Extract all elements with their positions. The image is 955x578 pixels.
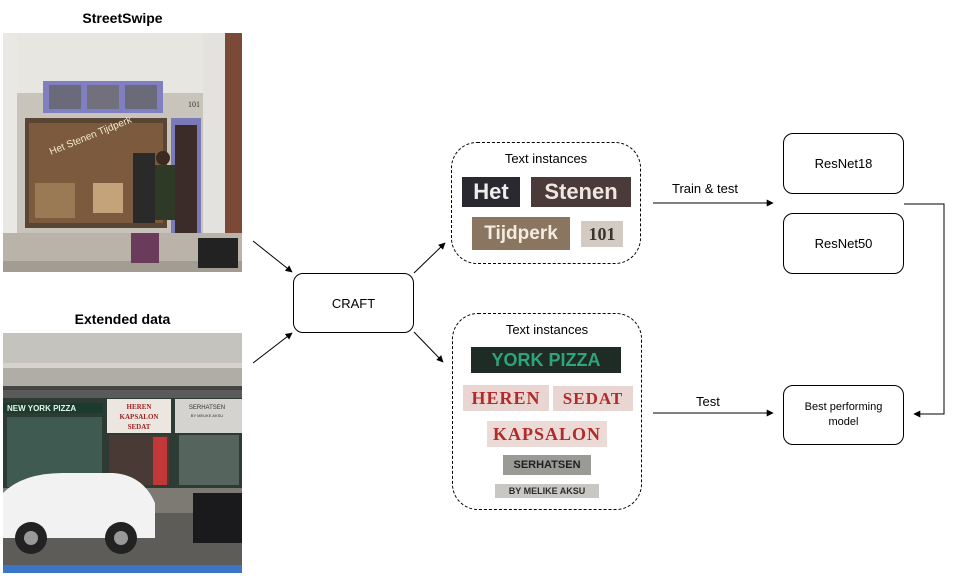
crop-101: 101 [581, 221, 623, 247]
sign-kapsalon: KAPSALON [120, 413, 159, 421]
crop-sedat: SEDAT [553, 386, 633, 411]
bottom-text-instances-title: Text instances [505, 322, 589, 337]
sign-sedat: SEDAT [128, 423, 151, 431]
arrow-resnet-to-best [904, 203, 945, 418]
train-test-label: Train & test [672, 181, 738, 196]
crop-stenen: Stenen [531, 177, 631, 207]
top-text-instances-title: Text instances [504, 151, 588, 166]
craft-label: CRAFT [331, 295, 376, 311]
sign-new-york-pizza: NEW YORK PIZZA [7, 404, 76, 413]
resnet18-node: ResNet18 [783, 133, 904, 194]
bottom-text-instances-group: Text instances YORK PIZZA HEREN SEDAT KA… [452, 313, 642, 510]
best-model-node: Best performing model [783, 385, 904, 445]
crop-heren: HEREN [463, 385, 549, 411]
test-label: Test [696, 394, 720, 409]
sign-by-meuke-aksu: BY MEUKE AKSU [191, 413, 223, 418]
arrow-craft-to-bottom-instances [413, 331, 444, 363]
crop-by-melike-aksu: BY MELIKE AKSU [495, 484, 599, 498]
crop-serhatsen: SERHATSEN [503, 455, 591, 475]
resnet50-label: ResNet50 [814, 236, 873, 251]
craft-node: CRAFT [293, 273, 414, 333]
streetswipe-photo: 101 Het Stenen Tijdperk [3, 33, 242, 272]
best-model-label-line1: Best performing [804, 401, 883, 413]
shopfront-number: 101 [188, 100, 200, 109]
resnet18-label: ResNet18 [814, 156, 873, 171]
resnet50-node: ResNet50 [783, 213, 904, 274]
crop-kapsalon: KAPSALON [487, 421, 607, 447]
crop-tijdperk: Tijdperk [472, 217, 570, 250]
streetswipe-title: StreetSwipe [82, 10, 163, 26]
best-model-label-line2: model [828, 416, 859, 428]
crop-york-pizza: YORK PIZZA [471, 347, 621, 373]
top-text-instances-group: Text instances Het Stenen Tijdperk 101 [451, 142, 641, 264]
crop-het: Het [462, 177, 520, 207]
arrow-extended-to-craft [252, 332, 293, 364]
extended-data-title: Extended data [74, 311, 171, 327]
extended-data-photo: NEW YORK PIZZA HEREN KAPSALON SEDAT SERH… [3, 333, 242, 573]
sign-serhatsen: SERHATSEN [189, 405, 225, 411]
sign-heren: HEREN [127, 403, 152, 411]
arrow-craft-to-top-instances [413, 242, 446, 274]
arrow-streetswipe-to-craft [252, 240, 293, 273]
